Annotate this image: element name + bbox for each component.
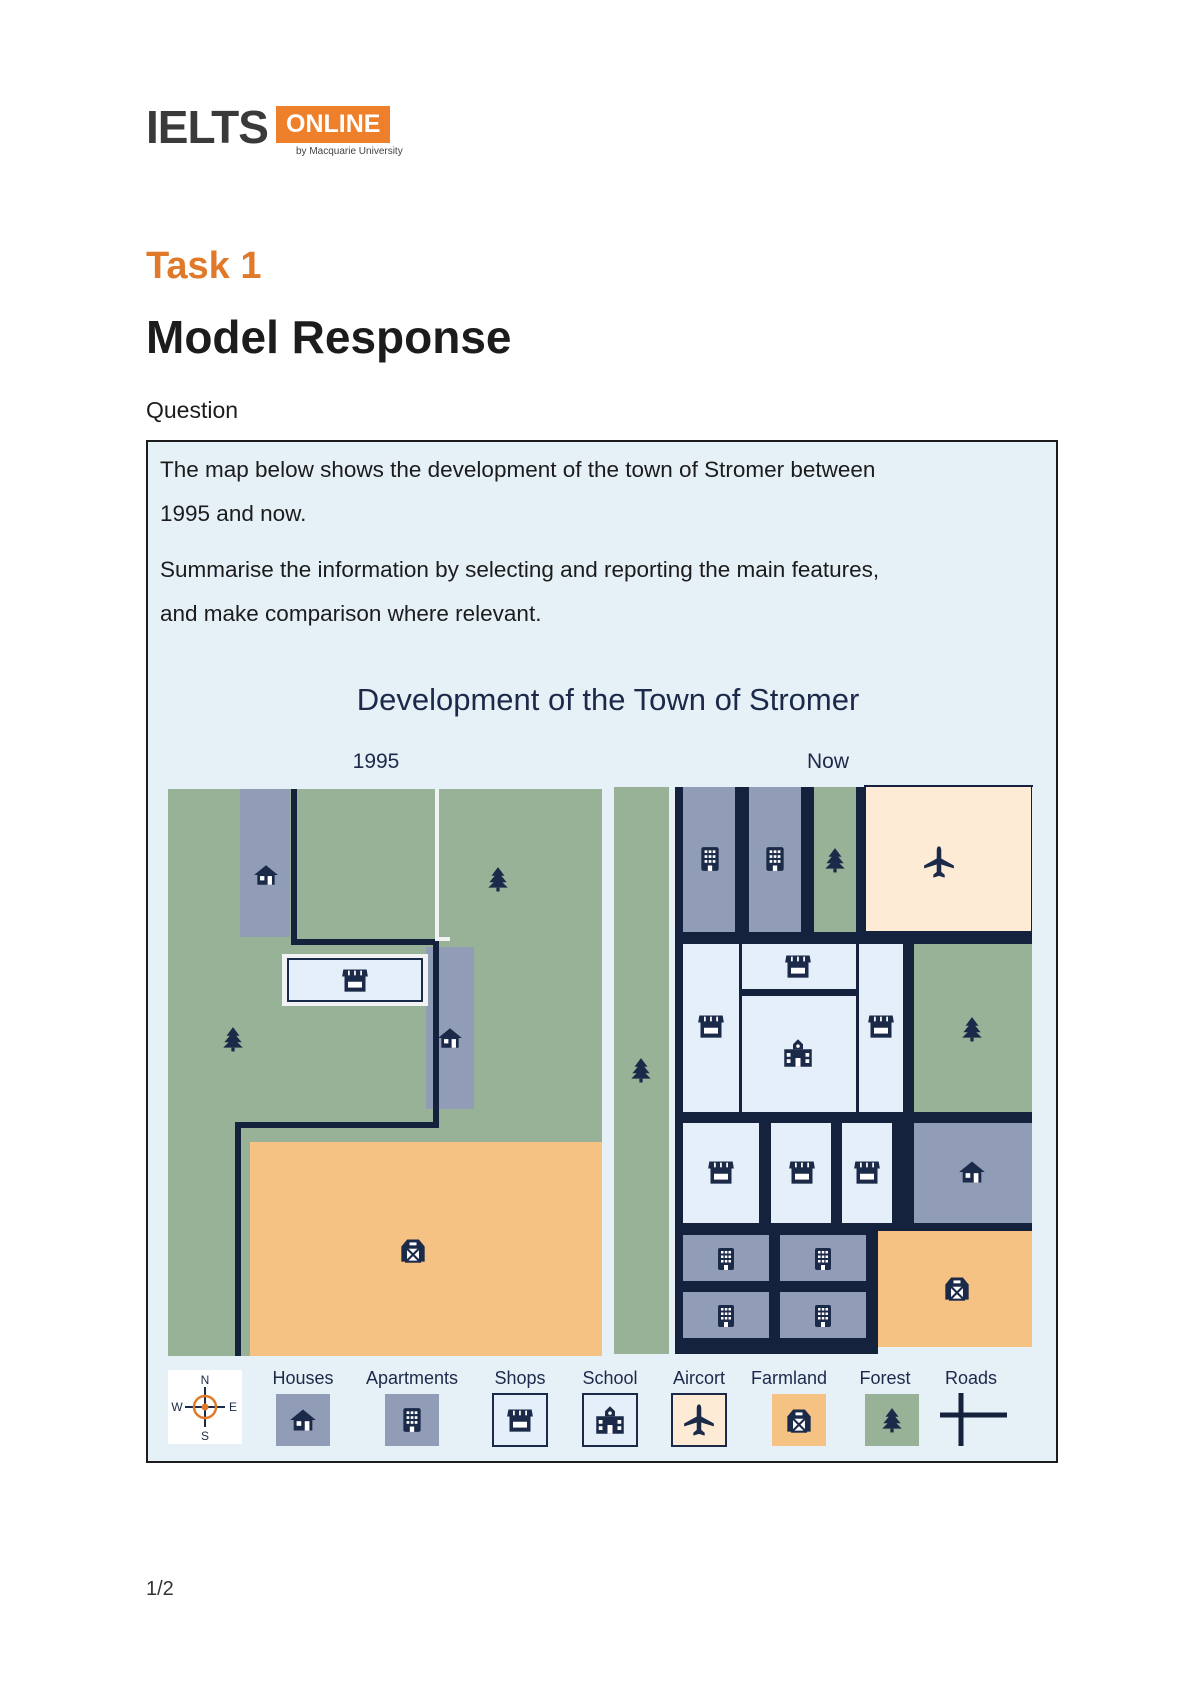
apartment-icon bbox=[815, 1305, 831, 1327]
compass-icon bbox=[192, 1394, 218, 1420]
shop-icon bbox=[868, 1015, 894, 1038]
map-now bbox=[614, 785, 1056, 1354]
legend-label-school: School bbox=[582, 1368, 637, 1388]
legend-label-aircort: Aircort bbox=[673, 1368, 725, 1388]
barn-icon bbox=[786, 1408, 812, 1433]
map-1995 bbox=[168, 789, 602, 1356]
question-box: The map below shows the development of t… bbox=[146, 440, 1058, 1463]
question-line: Summarise the information by selecting a… bbox=[160, 557, 880, 582]
page-title: Model Response bbox=[146, 311, 512, 363]
map-label-1995: 1995 bbox=[353, 750, 400, 773]
apartment-icon bbox=[701, 847, 719, 871]
map-margin bbox=[1032, 787, 1056, 1354]
road-border bbox=[435, 789, 450, 941]
shop-icon bbox=[854, 1161, 880, 1184]
legend-label-houses: Houses bbox=[272, 1368, 333, 1388]
map-label-now: Now bbox=[807, 750, 850, 773]
question-line: and make comparison where relevant. bbox=[160, 601, 542, 626]
shop-icon bbox=[708, 1161, 734, 1184]
map-legend: N S W E Houses Apartments Shops School A… bbox=[168, 1368, 1007, 1447]
shop-icon bbox=[507, 1409, 533, 1432]
question-line: The map below shows the development of t… bbox=[160, 457, 876, 482]
legend-label-farmland: Farmland bbox=[751, 1368, 827, 1388]
page-number: 1/2 bbox=[146, 1578, 174, 1600]
legend-label-roads: Roads bbox=[945, 1368, 997, 1388]
task-heading: Task 1 bbox=[146, 245, 262, 287]
map-title: Development of the Town of Stromer bbox=[357, 682, 860, 717]
houses-block bbox=[240, 789, 290, 937]
apartment-icon bbox=[815, 1248, 831, 1270]
shop-block bbox=[287, 958, 423, 1002]
legend-label-apartments: Apartments bbox=[366, 1368, 458, 1388]
compass-s: S bbox=[201, 1429, 209, 1443]
logo-online-badge: ONLINE bbox=[276, 106, 391, 143]
logo-ielts-text: IELTS bbox=[146, 101, 269, 153]
shop-icon bbox=[698, 1015, 724, 1038]
apartment-icon bbox=[766, 847, 784, 871]
barn-icon bbox=[944, 1276, 970, 1301]
shop-icon bbox=[342, 969, 368, 992]
logo-byline: by Macquarie University bbox=[296, 146, 403, 157]
barn-icon bbox=[400, 1238, 426, 1263]
compass-w: W bbox=[171, 1400, 183, 1414]
legend-swatch-school bbox=[582, 1393, 638, 1447]
question-paragraph-1: The map below shows the development of t… bbox=[160, 448, 1040, 536]
road bbox=[235, 789, 439, 1356]
shop-icon bbox=[789, 1161, 815, 1184]
stromer-map: Development of the Town of Stromer 1995 … bbox=[168, 682, 1056, 1447]
question-line: 1995 and now. bbox=[160, 501, 307, 526]
compass-e: E bbox=[229, 1400, 237, 1414]
airport-area bbox=[864, 785, 1033, 933]
farmland-area bbox=[250, 1142, 602, 1356]
legend-label-forest: Forest bbox=[859, 1368, 910, 1388]
shop-icon bbox=[785, 955, 811, 978]
apartment-icon bbox=[718, 1248, 734, 1270]
question-paragraph-2: Summarise the information by selecting a… bbox=[160, 548, 1040, 636]
apartment-icon bbox=[718, 1305, 734, 1327]
question-label: Question bbox=[146, 397, 239, 423]
compass-n: N bbox=[201, 1373, 210, 1387]
legend-label-shops: Shops bbox=[494, 1368, 545, 1388]
apartment-icon bbox=[403, 1408, 421, 1432]
